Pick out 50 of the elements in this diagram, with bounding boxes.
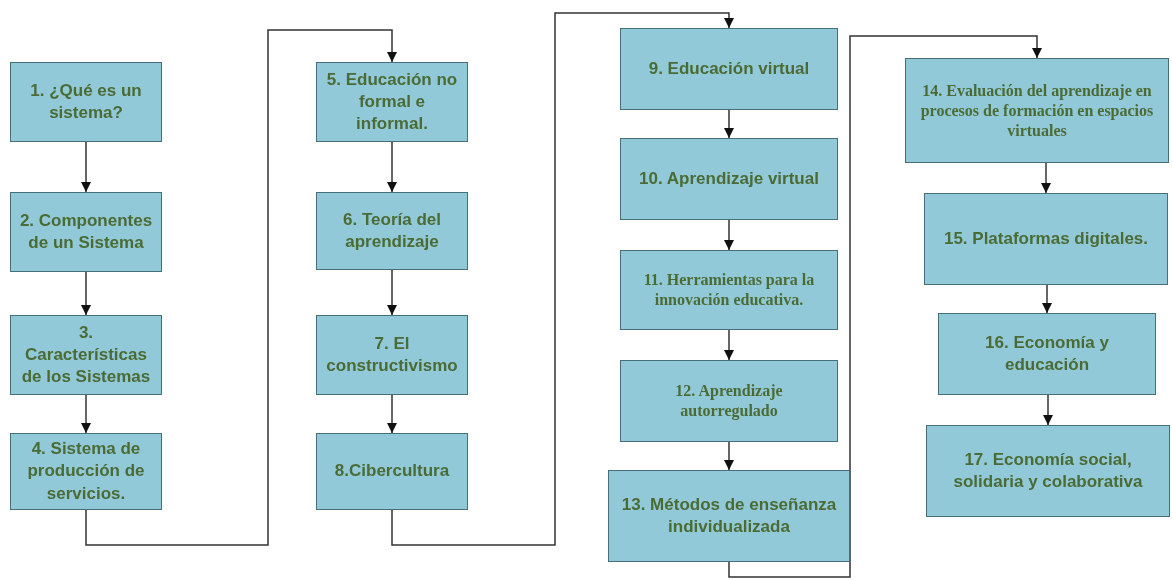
box-label: 4. Sistema de producción de servicios.: [26, 438, 146, 505]
box-label: 7. El constructivismo: [325, 332, 459, 377]
box-label: 13. Métodos de enseñanza individualizada: [620, 493, 838, 538]
box-label: 16. Economía y educación: [984, 331, 1110, 376]
process-box: [316, 192, 468, 270]
box-label: 2. Componentes de un Sistema: [18, 209, 154, 254]
arrow: [728, 35, 1042, 578]
arrow: [1043, 394, 1053, 426]
box-label: 6. Teoría del aprendizaje: [342, 208, 442, 253]
process-box: [620, 250, 838, 330]
arrow: [724, 219, 734, 251]
arrow: [724, 441, 734, 471]
box-label: 11. Herramientas para la innovación educativa.: [642, 270, 816, 310]
process-box: [905, 58, 1169, 163]
box-label: 12. Aprendizaje autorregulado: [674, 381, 784, 421]
process-box: [620, 138, 838, 220]
arrow: [387, 269, 397, 316]
process-box: [608, 470, 850, 562]
box-label: 8.Cibercultura: [334, 460, 450, 483]
process-box: [924, 193, 1168, 285]
box-label: 5. Educación no formal e informal.: [325, 68, 459, 136]
arrow: [387, 394, 397, 434]
process-box: [316, 315, 468, 395]
arrow: [1042, 284, 1052, 314]
box-label: 15. Plataformas digitales.: [943, 227, 1149, 250]
arrow: [81, 141, 91, 193]
arrow: [724, 109, 734, 139]
box-label: 14. Evaluación del aprendizaje en procesos de formación en espacios virtuales: [919, 80, 1155, 141]
process-box: [316, 62, 468, 142]
box-label: 17. Economía social, solidaria y colaborativa: [952, 448, 1144, 493]
process-box: [620, 28, 838, 110]
process-box: [10, 62, 162, 142]
process-box: [316, 433, 468, 510]
arrow: [81, 394, 91, 434]
arrow: [724, 329, 734, 361]
process-box: [938, 313, 1156, 395]
arrow: [387, 141, 397, 193]
process-box: [926, 425, 1170, 517]
arrow: [81, 271, 91, 316]
box-label: 3. Características de los Sistemas: [20, 321, 152, 389]
process-box: [10, 192, 162, 272]
process-box: [620, 360, 838, 442]
box-label: 9. Educación virtual: [648, 57, 810, 80]
box-label: 1. ¿Qué es un sistema?: [29, 79, 143, 124]
arrow: [1041, 162, 1051, 194]
arrow: [391, 12, 734, 546]
process-box: [10, 315, 162, 395]
box-label: 10. Aprendizaje virtual: [639, 167, 819, 190]
arrow: [85, 29, 397, 546]
process-box: [10, 433, 162, 510]
